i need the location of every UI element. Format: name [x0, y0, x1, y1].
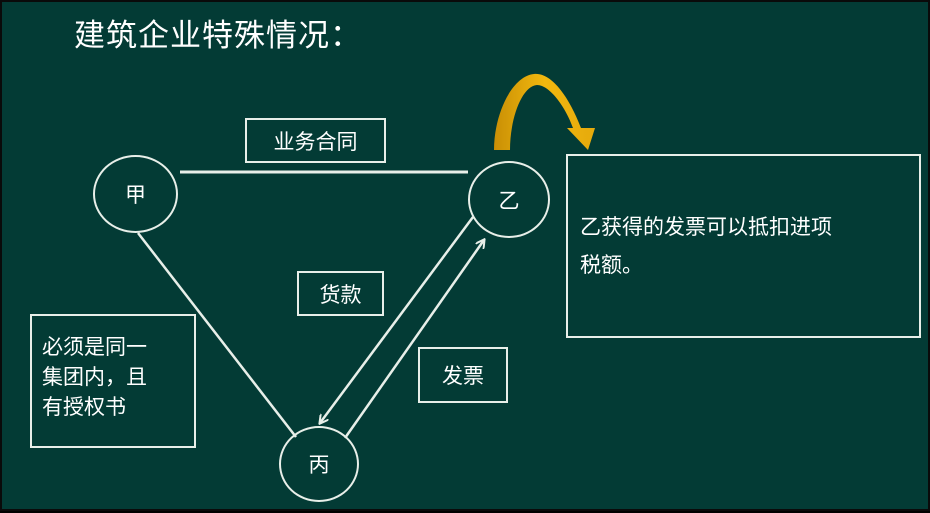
note-line: 有授权书: [42, 395, 126, 419]
invoice-label: 发票: [418, 347, 508, 403]
payment-label: 货款: [297, 271, 384, 316]
slide-title: 建筑企业特殊情况：: [74, 18, 362, 54]
node-jia: 甲: [93, 155, 178, 233]
note-line: 必须是同一: [42, 335, 147, 359]
payment-arrow: [320, 216, 475, 423]
jia-bing-line: [137, 232, 297, 438]
note-line: 集团内，且: [42, 365, 147, 389]
deduction-note: 乙获得的发票可以抵扣进项 税额。: [566, 154, 921, 338]
group-requirement-note: 必须是同一 集团内，且 有授权书: [30, 314, 196, 448]
node-yi: 乙: [468, 161, 550, 238]
note-line: 税额。: [580, 253, 643, 277]
node-bing: 丙: [279, 426, 359, 502]
curved-arrow-icon: [494, 73, 595, 150]
note-line: 乙获得的发票可以抵扣进项: [580, 215, 832, 239]
invoice-arrow: [343, 240, 484, 439]
contract-label: 业务合同: [245, 118, 386, 163]
